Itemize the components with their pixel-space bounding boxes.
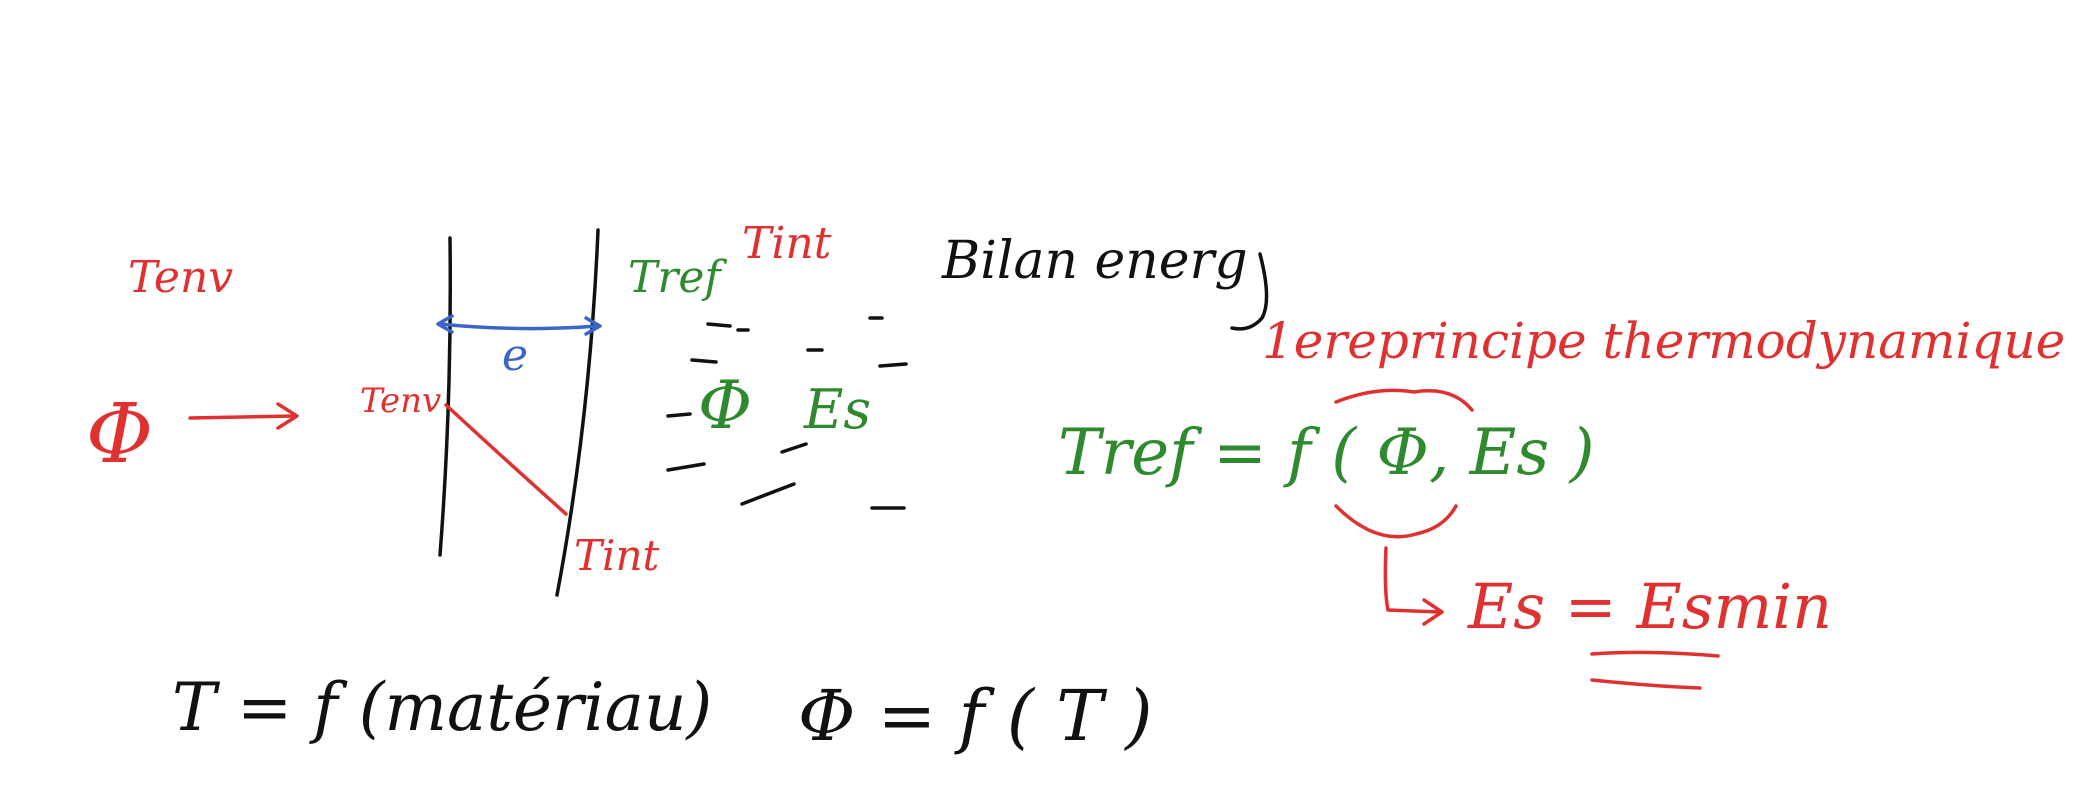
label-phi-mid: Φ [698, 367, 752, 444]
label-t-env: Tenv [128, 252, 233, 303]
label-t-int-top: Tint [742, 218, 832, 269]
label-principe: 1ereprincipe thermodynamique [1262, 312, 2065, 370]
equation-material: T = f (matériau) [172, 669, 712, 746]
label-phi-left: Φ [86, 387, 153, 482]
implication-arrow [1383, 546, 1444, 626]
bilan-bracket [1230, 252, 1269, 331]
label-es-mid: Es [803, 378, 871, 441]
equation-tref: Tref = f ( Φ, Es ) [1058, 416, 1595, 490]
thickness-arrow [436, 314, 602, 336]
temperature-profile [444, 403, 568, 516]
label-t-env-wall: Tenv [360, 381, 441, 421]
label-t-int-wall: Tint [574, 531, 659, 580]
brace-under-arguments [1334, 504, 1458, 539]
label-bilan-energ: Bilan energ [941, 231, 1248, 291]
wall-outline [438, 228, 600, 597]
interior-hatch-marks [666, 316, 908, 510]
double-underline [1590, 650, 1720, 690]
label-thickness: e [502, 330, 528, 381]
label-t-ref-top: Tref [628, 252, 727, 303]
flux-arrow [188, 402, 299, 430]
equation-phi-t: Φ = f ( T ) [798, 675, 1153, 757]
equation-es-min: Es = Esmin [1467, 570, 1832, 643]
brace-over-arguments [1334, 388, 1474, 412]
